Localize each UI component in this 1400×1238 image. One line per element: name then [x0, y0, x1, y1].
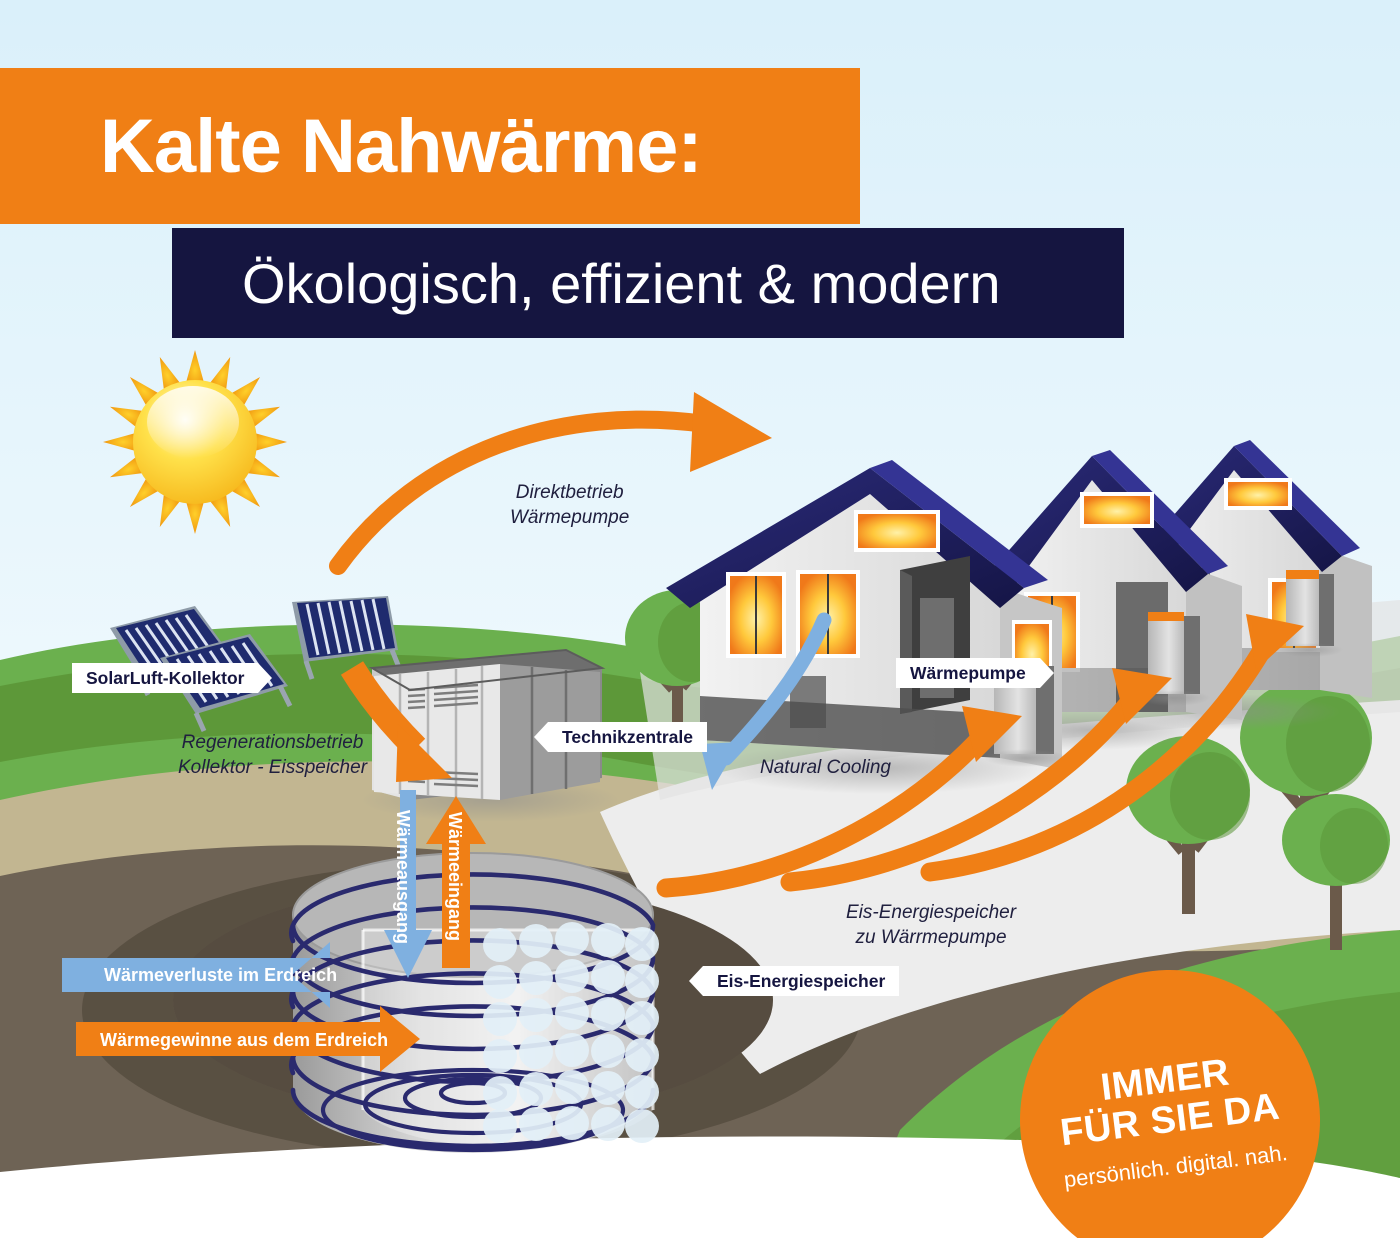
callout-label: Wärmepumpe — [910, 662, 1026, 683]
flow-arrows — [62, 392, 1304, 1072]
annotation-line-1: Direktbetrieb — [515, 482, 624, 503]
title-banner-primary: Kalte Nahwärme: — [0, 68, 860, 224]
annotation-line-2: Kollektor - Eisspeicher — [178, 757, 368, 778]
annotation-line-2: zu Wärrmepumpe — [855, 927, 1007, 948]
annotation-line-2: Wärmepumpe — [510, 507, 630, 528]
arrow-label-waermegewinne: Wärmegewinne aus dem Erdreich — [100, 1030, 389, 1050]
callout-eis-energiespeicher: Eis-Energiespeicher — [688, 966, 900, 996]
tree-right-3 — [1282, 794, 1390, 950]
annotation-line-1: Natural Cooling — [760, 757, 891, 778]
callout-solarluft-kollektor: SolarLuft-Kollektor — [72, 663, 274, 693]
annotation-regenerationsbetrieb: Regenerationsbetrieb Kollektor - Eisspei… — [178, 730, 367, 780]
heat-pump-3 — [1277, 570, 1343, 657]
arrow-label-waermeeingang: Wärmeeingang — [445, 812, 465, 942]
callout-label: SolarLuft-Kollektor — [86, 667, 245, 688]
callout-technikzentrale: Technikzentrale — [534, 722, 707, 752]
annotation-direktbetrieb: Direktbetrieb Wärmepumpe — [510, 480, 629, 530]
annotation-line-1: Regenerationsbetrieb — [181, 732, 364, 753]
solar-collector-3 — [292, 596, 403, 680]
annotation-natural-cooling: Natural Cooling — [760, 755, 891, 780]
callout-label: Eis-Energiespeicher — [717, 970, 886, 991]
callout-label: Technikzentrale — [562, 726, 693, 747]
technikzentrale-building — [360, 648, 620, 822]
heat-pump-2 — [1138, 612, 1210, 706]
title-line-1: Kalte Nahwärme: — [100, 103, 703, 189]
arrow-label-waermeverluste: Wärmeverluste im Erdreich — [104, 965, 338, 985]
ice-spheres — [483, 922, 659, 1143]
annotation-line-1: Eis-Energiespeicher — [846, 902, 1017, 923]
arrow-label-waermeausgang: Wärmeausgang — [393, 810, 413, 945]
title-banner-secondary: Ökologisch, effizient & modern — [172, 228, 1124, 338]
callout-waermepumpe: Wärmepumpe — [896, 658, 1054, 688]
title-line-2: Ökologisch, effizient & modern — [242, 251, 1001, 315]
sun-icon — [103, 350, 287, 534]
ice-energy-storage — [173, 852, 773, 1153]
annotation-eis-zu-waermepumpe: Eis-Energiespeicher zu Wärrmepumpe — [846, 900, 1016, 950]
